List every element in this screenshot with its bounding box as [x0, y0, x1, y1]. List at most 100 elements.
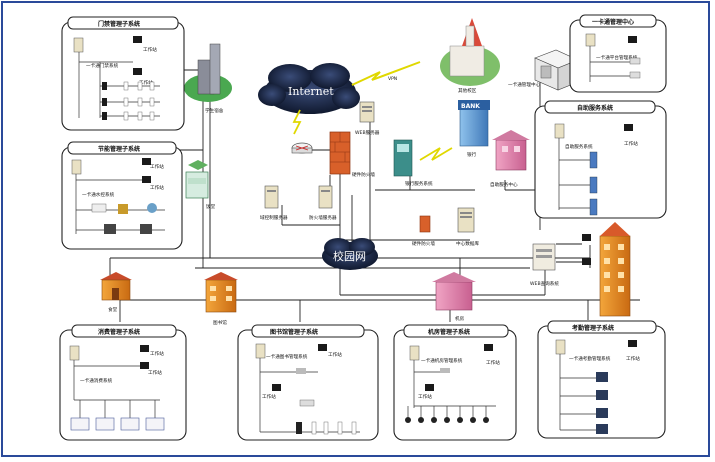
- energy-server: 一卡通水控系统: [82, 191, 115, 198]
- internet-cloud: Internet: [258, 63, 360, 114]
- machine-room-building-label: 机房: [455, 315, 465, 322]
- right-tower-building: [599, 222, 631, 317]
- self-service-box: 自助服务系统 自助服务系统 工作站: [534, 100, 667, 219]
- campus-net-label: 校园网: [333, 249, 366, 263]
- workstation-icon: [582, 258, 591, 265]
- energy-title: 节能管理子系统: [98, 145, 140, 153]
- firewall-server-icon: [318, 185, 333, 209]
- workstation-icon: [133, 36, 142, 43]
- web-query-server-icon: [532, 243, 556, 271]
- workstation-icon: [140, 362, 149, 369]
- consume-subsystem-box: 消费管理子系统 一卡通消费系统 工作站 工作站: [59, 324, 187, 441]
- self-service-title: 自助服务系统: [577, 104, 613, 112]
- server-icon: [69, 345, 80, 361]
- workstation-icon: [142, 176, 151, 183]
- workstation-icon: [628, 340, 637, 347]
- library-building: [204, 272, 238, 313]
- bank-atm-icon: [393, 139, 413, 177]
- domain-server-label: 域控制服务器: [260, 214, 288, 221]
- canteen-building: [185, 160, 209, 199]
- access-workstation: 工作站: [143, 46, 157, 53]
- workstation-icon: [140, 345, 149, 352]
- machine-room-workstation1: 工作站: [486, 359, 500, 366]
- machine-room-title: 机房管理子系统: [428, 328, 470, 336]
- library-server: 一卡通图书管理系统: [266, 353, 308, 360]
- bank-building: BANK: [458, 100, 490, 147]
- firewall-label: 硬件防火墙: [352, 171, 375, 178]
- yikatong-center-title: 一卡通管理中心: [592, 18, 634, 26]
- server-icon: [255, 343, 266, 359]
- machine-room-subsystem-box: 机房管理子系统 一卡通机房管理系统 工作站 工作站: [393, 324, 517, 441]
- web-query-label: WEB查询系统: [530, 280, 559, 287]
- self-service-center-building: [492, 130, 530, 171]
- consume-title: 消费管理子系统: [98, 328, 140, 336]
- energy-workstation: 工作站: [150, 163, 164, 170]
- access-title: 门禁管理子系统: [98, 20, 140, 28]
- library-building-label: 图书馆: [213, 319, 227, 326]
- attendance-workstation: 工作站: [626, 355, 640, 362]
- bank-label: 银行: [467, 151, 477, 158]
- student-dorm-building: [184, 43, 232, 102]
- consume-workstation-2: 工作站: [148, 369, 162, 376]
- firewall-server-label: 防火墙服务器: [309, 214, 337, 221]
- energy-workstation-2: 工作站: [150, 184, 164, 191]
- campus-net-cloud: 校园网: [322, 238, 378, 270]
- server-icon: [554, 123, 565, 139]
- library-workstation1: 工作站: [328, 351, 342, 358]
- outer-frame: [1, 1, 710, 457]
- self-service-center-label: 自助服务中心: [490, 181, 518, 188]
- internet-label: Internet: [288, 85, 334, 98]
- workstation-icon: [272, 384, 281, 391]
- server-icon: [585, 33, 596, 47]
- consume-workstation: 工作站: [150, 350, 164, 357]
- dining-label: 食堂: [108, 306, 118, 313]
- workstation-icon: [142, 158, 151, 165]
- firewall-icon: [329, 131, 351, 175]
- workstation-icon: [624, 124, 633, 131]
- self-service-workstation: 工作站: [624, 140, 638, 147]
- machine-room-workstation2: 工作站: [418, 393, 432, 400]
- router-icon: [291, 142, 313, 154]
- student-dorm-label: 学生宿舍: [205, 107, 224, 114]
- workstation-icon: [425, 384, 434, 391]
- workstation-icon: [484, 344, 493, 351]
- attendance-title: 考勤管理子系统: [572, 324, 614, 332]
- consume-server: 一卡通消费系统: [80, 377, 113, 384]
- library-subsystem-box: 图书馆管理子系统 一卡通图书管理系统 工作站 工作站: [237, 324, 379, 441]
- workstation-icon: [318, 344, 327, 351]
- other-campus-building: [440, 18, 500, 86]
- yikatong-center-server: 一卡通平台管理系统: [596, 54, 638, 61]
- bank-sign: BANK: [461, 103, 480, 110]
- web-server-label: WEB服务器: [355, 129, 380, 136]
- yikatong-center-box: 一卡通管理中心 一卡通平台管理系统: [569, 14, 667, 93]
- server-icon: [71, 159, 82, 175]
- data-center-icon: [457, 207, 475, 233]
- self-service-server: 自助服务系统: [565, 143, 593, 150]
- workstation-icon: [133, 68, 142, 75]
- energy-subsystem-box: 节能管理子系统 一卡通水控系统 工作站 工作站: [61, 141, 183, 250]
- yikatong-center-label: 一卡通管理中心: [508, 81, 541, 88]
- access-workstation-2: 工作站: [139, 79, 153, 86]
- data-center-label: 中心数据库: [456, 240, 479, 247]
- other-campus-label: 其他校区: [458, 87, 477, 94]
- access-server-label: 一卡通门禁系统: [86, 62, 119, 69]
- server-icon: [555, 339, 566, 355]
- domain-server-icon: [264, 185, 279, 209]
- machine-room-server: 一卡通机房管理系统: [421, 357, 463, 364]
- library-title: 图书馆管理子系统: [270, 328, 318, 336]
- workstation-icon: [582, 234, 591, 241]
- web-server-icon: [359, 101, 375, 123]
- canteen-label: 饭堂: [206, 203, 216, 210]
- access-subsystem-box: 门禁管理子系统 工作站 工作站 一卡通门禁系统: [61, 16, 185, 131]
- attendance-server: 一卡通考勤管理系统: [569, 355, 611, 362]
- library-workstation2: 工作站: [262, 393, 276, 400]
- dining-building: [100, 272, 132, 301]
- attendance-subsystem-box: 考勤管理子系统 一卡通考勤管理系统 工作站: [537, 320, 666, 439]
- server-icon: [409, 345, 420, 361]
- hw-firewall2-label: 硬件防火墙: [412, 240, 435, 247]
- hw-firewall2-icon: [419, 215, 431, 233]
- bank-atm-label: 银行服务系统: [405, 180, 433, 187]
- machine-room-building: [432, 272, 476, 311]
